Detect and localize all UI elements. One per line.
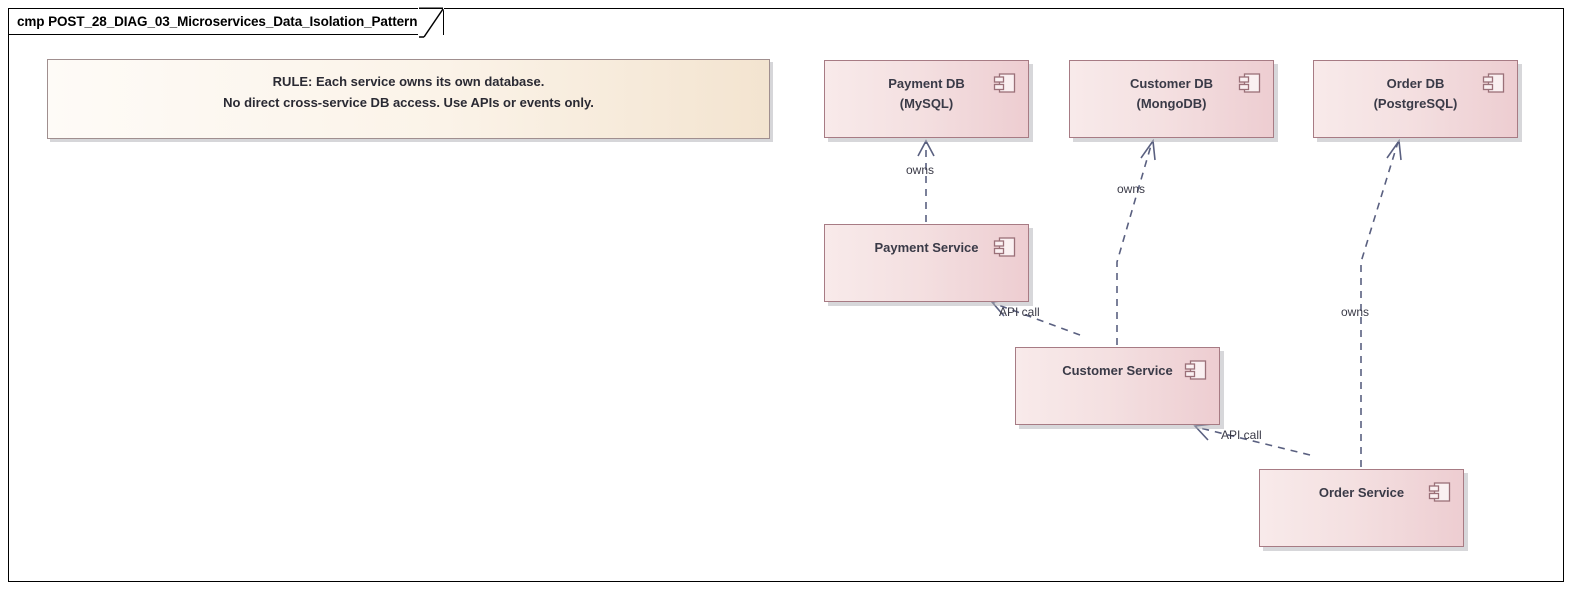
component-customer-service[interactable]: Customer Service — [1015, 347, 1220, 425]
rule-note-line-2: No direct cross-service DB access. Use A… — [223, 95, 594, 110]
component-order-db-label: Order DB (PostgreSQL) — [1373, 76, 1458, 111]
component-icon — [1184, 360, 1207, 380]
connector-label-customer-api-call: API call — [999, 305, 1040, 319]
component-customer-db[interactable]: Customer DB (MongoDB) — [1069, 60, 1274, 138]
diagram-frame-label: cmp POST_28_DIAG_03_Microservices_Data_I… — [17, 14, 418, 29]
component-customer-db-label: Customer DB (MongoDB) — [1129, 76, 1214, 111]
rule-note-line-1: RULE: Each service owns its own database… — [272, 74, 545, 89]
connector-label-customer-owns: owns — [1117, 182, 1146, 196]
connector-label-order-owns: owns — [1341, 305, 1370, 319]
component-icon — [1482, 73, 1505, 93]
frame-tab-corner-icon — [418, 7, 445, 38]
connector-label-order-api-call: API call — [1221, 428, 1262, 442]
diagram-frame — [8, 8, 1564, 582]
diagram-frame-tab[interactable]: cmp POST_28_DIAG_03_Microservices_Data_I… — [8, 7, 445, 38]
component-icon — [993, 73, 1016, 93]
component-payment-service[interactable]: Payment Service — [824, 224, 1029, 302]
component-order-db[interactable]: Order DB (PostgreSQL) — [1313, 60, 1518, 138]
component-icon — [1238, 73, 1261, 93]
component-icon — [1428, 482, 1451, 502]
component-payment-db[interactable]: Payment DB (MySQL) — [824, 60, 1029, 138]
rule-note[interactable]: RULE: Each service owns its own database… — [47, 59, 770, 139]
connector-label-payment-owns: owns — [906, 163, 935, 177]
component-payment-service-label: Payment Service — [874, 240, 979, 255]
component-order-service[interactable]: Order Service — [1259, 469, 1464, 547]
component-icon — [993, 237, 1016, 257]
component-order-service-label: Order Service — [1318, 485, 1405, 500]
component-payment-db-label: Payment DB (MySQL) — [888, 76, 965, 111]
component-customer-service-label: Customer Service — [1062, 363, 1173, 378]
